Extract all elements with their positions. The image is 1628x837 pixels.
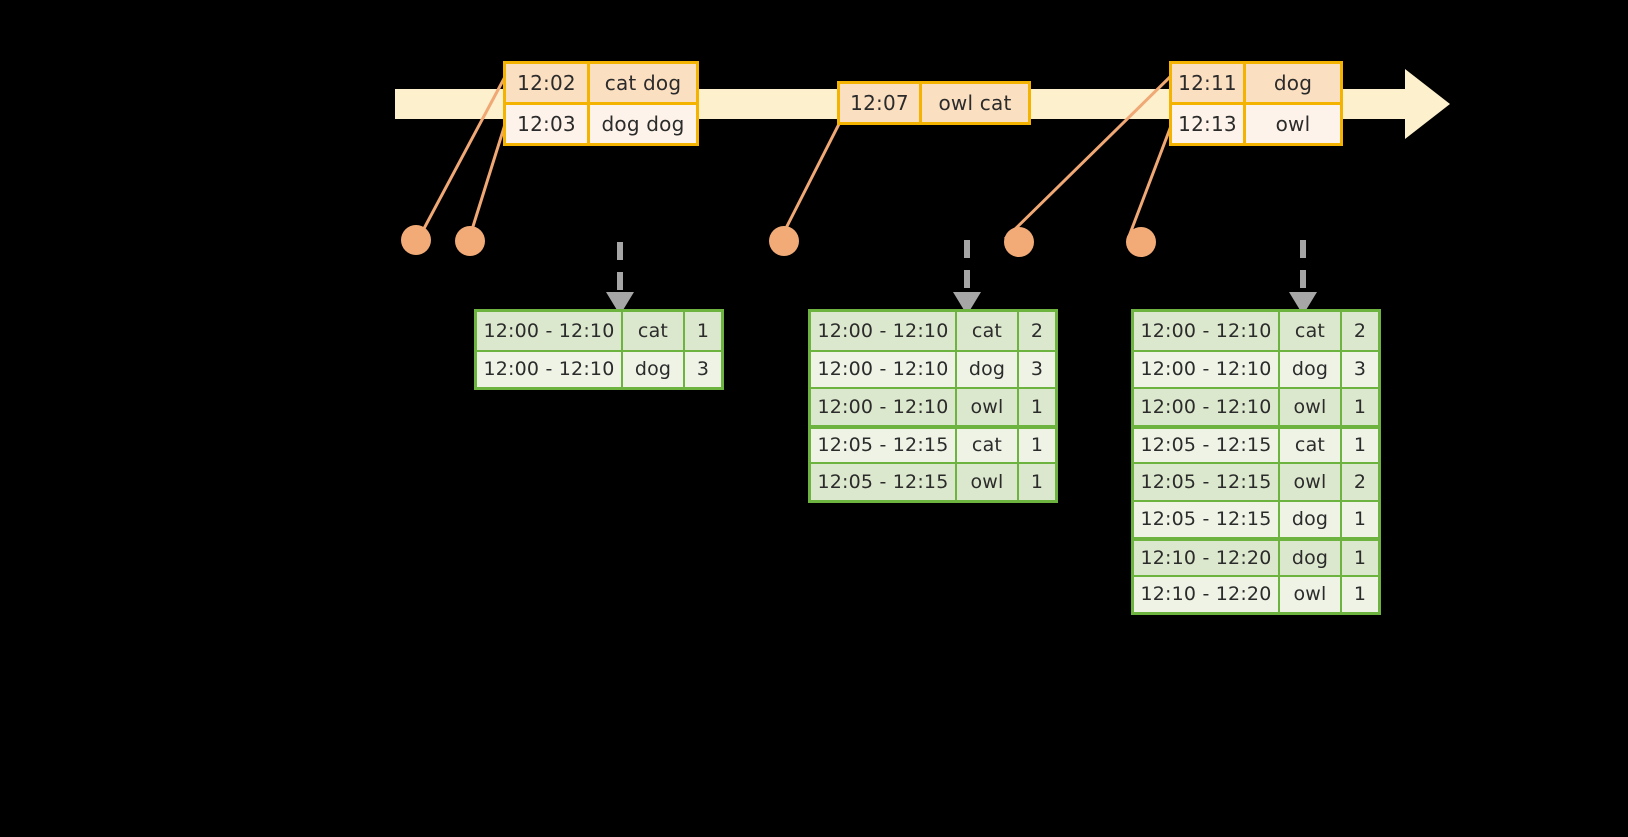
event-dot	[1004, 227, 1034, 257]
event-time: 12:03	[506, 105, 590, 143]
word-cell: owl	[957, 464, 1019, 500]
event-row: 12:07 owl cat	[840, 84, 1028, 122]
event-dot	[401, 225, 431, 255]
connector-line	[1126, 117, 1176, 240]
event-box-group-3: 12:11 dog 12:13 owl	[1169, 61, 1343, 146]
event-words: dog	[1246, 64, 1340, 102]
window-cell: 12:00 - 12:10	[1134, 351, 1280, 387]
event-words: dog dog	[590, 105, 696, 143]
down-arrow-icon	[953, 240, 981, 315]
event-row: 12:03 dog dog	[506, 102, 696, 143]
event-dot	[1126, 227, 1156, 257]
word-cell: cat	[1280, 428, 1342, 462]
window-cell: 12:05 - 12:15	[1134, 428, 1280, 462]
word-cell: dog	[957, 351, 1019, 387]
count-cell: 2	[1342, 464, 1378, 500]
word-cell: owl	[957, 389, 1019, 425]
count-cell: 1	[1342, 501, 1378, 537]
count-cell: 1	[1342, 428, 1378, 462]
count-cell: 3	[1342, 351, 1378, 387]
event-words: cat dog	[590, 64, 696, 102]
count-cell: 2	[1019, 312, 1055, 350]
window-cell: 12:00 - 12:10	[477, 351, 623, 387]
event-dot	[769, 226, 799, 256]
event-words: owl	[1246, 105, 1340, 143]
window-cell: 12:05 - 12:15	[811, 428, 957, 462]
word-cell: cat	[957, 428, 1019, 462]
window-cell: 12:00 - 12:10	[477, 312, 623, 350]
word-cell: dog	[1280, 541, 1342, 575]
count-cell: 1	[1342, 541, 1378, 575]
event-box-group-2: 12:07 owl cat	[837, 81, 1031, 125]
count-cell: 1	[1019, 464, 1055, 500]
connector-line	[468, 117, 509, 237]
word-cell: cat	[623, 312, 685, 350]
event-row: 12:11 dog	[1172, 64, 1340, 102]
count-cell: 1	[1342, 389, 1378, 425]
word-cell: dog	[1280, 501, 1342, 537]
word-cell: cat	[957, 312, 1019, 350]
connector-line	[779, 119, 843, 239]
word-cell: owl	[1280, 389, 1342, 425]
window-cell: 12:10 - 12:20	[1134, 541, 1280, 575]
event-dot	[455, 226, 485, 256]
event-box-group-1: 12:02 cat dog 12:03 dog dog	[503, 61, 699, 146]
count-cell: 1	[685, 312, 721, 350]
word-cell: cat	[1280, 312, 1342, 350]
window-cell: 12:00 - 12:10	[811, 389, 957, 425]
timeline-arrowhead-icon	[1405, 69, 1450, 139]
count-cell: 3	[685, 351, 721, 387]
event-time: 12:02	[506, 64, 590, 102]
count-cell: 3	[1019, 351, 1055, 387]
count-cell: 2	[1342, 312, 1378, 350]
window-cell: 12:00 - 12:10	[811, 312, 957, 350]
event-time: 12:07	[840, 84, 922, 122]
count-cell: 1	[1019, 428, 1055, 462]
word-cell: dog	[623, 351, 685, 387]
window-cell: 12:00 - 12:10	[811, 351, 957, 387]
window-cell: 12:05 - 12:15	[811, 464, 957, 500]
event-row: 12:13 owl	[1172, 102, 1340, 143]
event-row: 12:02 cat dog	[506, 64, 696, 102]
window-cell: 12:00 - 12:10	[1134, 389, 1280, 425]
count-cell: 1	[1342, 576, 1378, 612]
window-cell: 12:10 - 12:20	[1134, 576, 1280, 612]
down-arrow-icon	[606, 242, 634, 315]
count-cell: 1	[1019, 389, 1055, 425]
word-cell: owl	[1280, 576, 1342, 612]
down-arrow-icon	[1289, 240, 1317, 315]
word-cell: owl	[1280, 464, 1342, 500]
window-cell: 12:00 - 12:10	[1134, 312, 1280, 350]
event-time: 12:13	[1172, 105, 1246, 143]
word-cell: dog	[1280, 351, 1342, 387]
window-cell: 12:05 - 12:15	[1134, 464, 1280, 500]
event-time: 12:11	[1172, 64, 1246, 102]
event-words: owl cat	[922, 84, 1028, 122]
window-cell: 12:05 - 12:15	[1134, 501, 1280, 537]
